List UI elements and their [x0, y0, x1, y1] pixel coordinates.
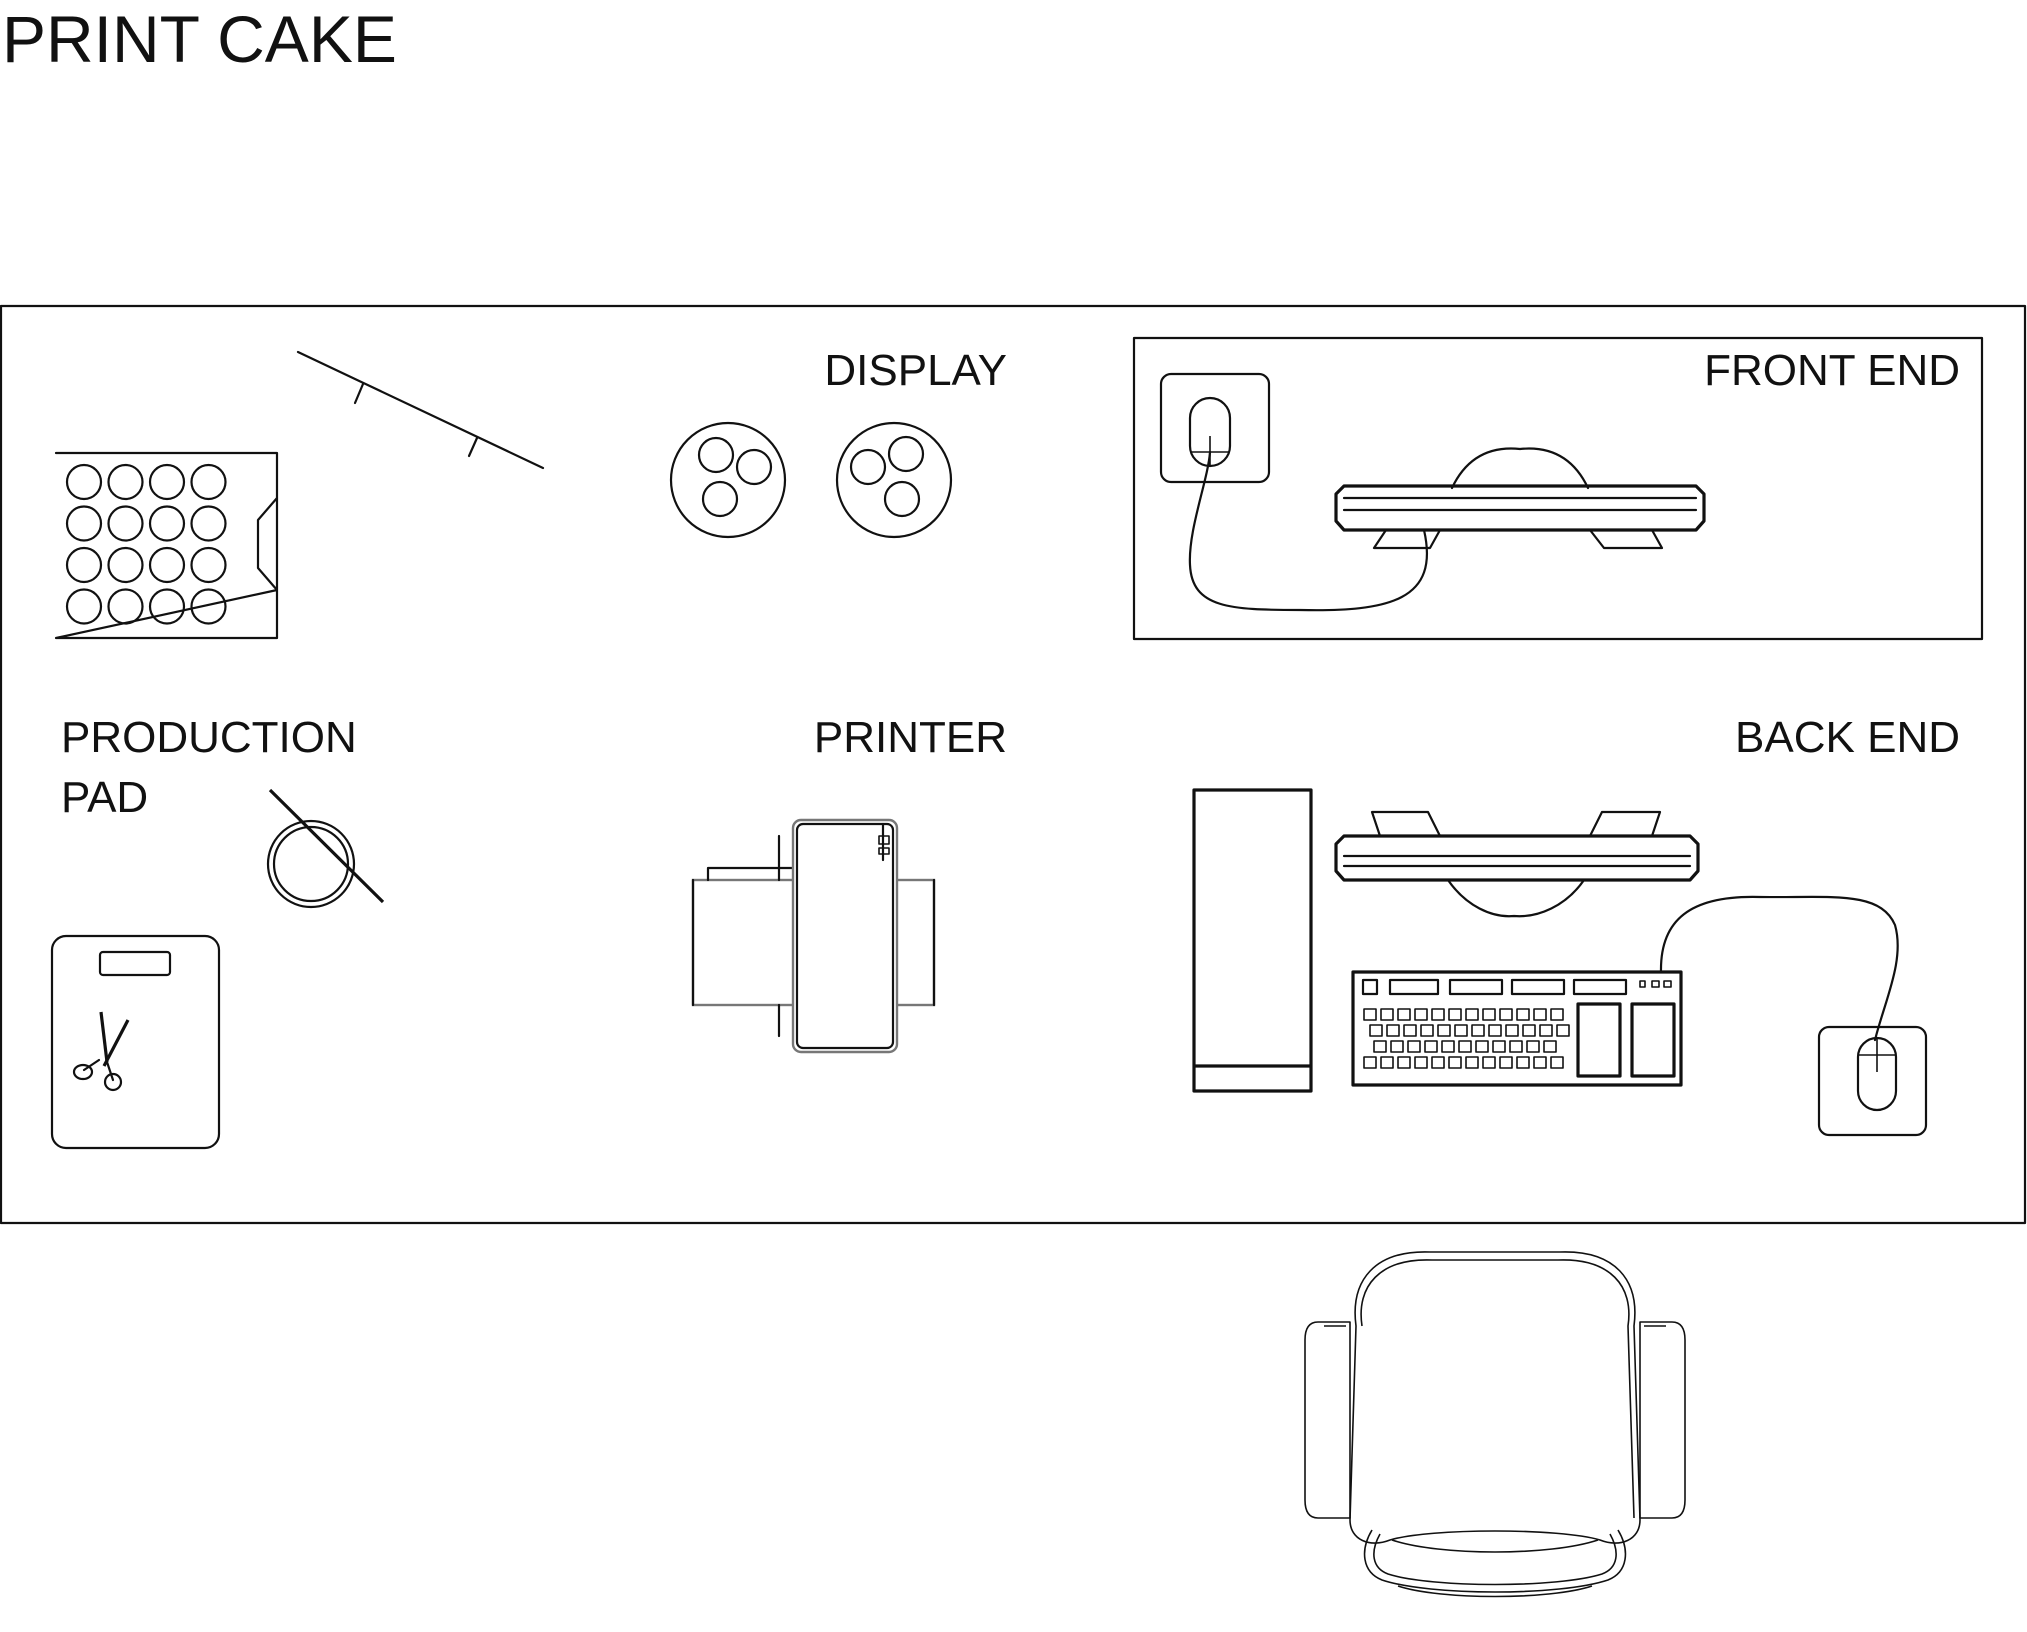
keyboard-key — [1363, 1008, 1377, 1021]
tray-cup — [190, 505, 227, 542]
keyboard-key — [1471, 1024, 1485, 1037]
keyboard-key — [1390, 1040, 1404, 1053]
tray-cup — [107, 463, 144, 501]
keyboard-key — [1526, 1040, 1540, 1053]
keyboard-key — [1543, 1040, 1557, 1053]
keyboard-key — [1465, 1008, 1479, 1021]
keyboard-key — [1369, 1024, 1383, 1037]
keyboard-key — [1414, 1008, 1428, 1021]
keyboard-key — [1441, 1040, 1455, 1053]
cupcake-plate-icon — [835, 421, 953, 539]
display-label: DISPLAY — [824, 346, 1007, 395]
cutting-board-icon — [50, 934, 221, 1150]
keyboard-key — [1420, 1024, 1434, 1037]
tray-cup — [65, 588, 103, 625]
keyboard-key — [1363, 1056, 1377, 1069]
production-pad-label: PRODUCTION — [61, 713, 357, 762]
keyboard-key — [1516, 1056, 1530, 1069]
keyboard-key — [1397, 1008, 1411, 1021]
keyboard-key — [1386, 1024, 1400, 1037]
mouse-cable — [1188, 450, 1429, 612]
keyboard-key — [1533, 1008, 1547, 1021]
keyboard-key — [1550, 1008, 1564, 1021]
keyboard-key — [1482, 1056, 1496, 1069]
keyboard-key — [1431, 1056, 1445, 1069]
tray-cup — [190, 588, 227, 625]
keyboard-key — [1373, 1040, 1387, 1053]
tray-cup — [190, 463, 227, 501]
tray-cup — [65, 463, 103, 501]
keyboard-key — [1380, 1008, 1394, 1021]
front-end-label: FRONT END — [1704, 346, 1960, 395]
whisk-icon — [266, 788, 385, 909]
keyboard-key — [1492, 1040, 1506, 1053]
back-end-label: BACK END — [1735, 713, 1960, 762]
keyboard-key — [1448, 1008, 1462, 1021]
keyboard-key — [1522, 1024, 1536, 1037]
keyboard-key — [1458, 1040, 1472, 1053]
tray-cup — [148, 505, 186, 542]
keyboard-key — [1482, 1008, 1496, 1021]
page-title: PRINT CAKE — [2, 2, 397, 76]
workbench-table — [0, 304, 2027, 1225]
cupcake-tray-icon — [54, 451, 279, 640]
front-end-zone — [1132, 336, 1984, 641]
keyboard-key — [1516, 1008, 1530, 1021]
keyboard-key — [1539, 1024, 1553, 1037]
keyboard-key — [1380, 1056, 1394, 1069]
keyboard-key — [1499, 1056, 1513, 1069]
keyboard-key — [1431, 1008, 1445, 1021]
keyboard-key — [1403, 1024, 1417, 1037]
production-pad-label: PAD — [61, 773, 148, 822]
keyboard-key — [1499, 1008, 1513, 1021]
office-chair-icon — [1304, 1251, 1686, 1598]
keyboard-icon — [1351, 970, 1683, 1087]
keyboard-key — [1448, 1056, 1462, 1069]
keyboard-key — [1556, 1024, 1570, 1037]
keyboard-key — [1509, 1040, 1523, 1053]
cupcake-plate-icon — [669, 421, 787, 539]
keyboard-key — [1533, 1056, 1547, 1069]
keyboard-key — [1550, 1056, 1564, 1069]
keyboard-key — [1437, 1024, 1451, 1037]
keyboard-key — [1475, 1040, 1489, 1053]
computer-tower-icon — [1192, 788, 1313, 1093]
mouse-cable — [1659, 895, 1899, 1042]
tray-cup — [148, 546, 186, 584]
keyboard-key — [1454, 1024, 1468, 1037]
keyboard-key — [1424, 1040, 1438, 1053]
tray-cup — [148, 588, 186, 625]
spatula-icon — [296, 350, 545, 470]
tray-cup — [65, 505, 103, 542]
keyboard-key — [1397, 1056, 1411, 1069]
keyboard-key — [1488, 1024, 1502, 1037]
scissors-icon — [72, 1011, 130, 1092]
tray-cup — [148, 463, 186, 501]
printer-label: PRINTER — [814, 713, 1007, 762]
tray-cup — [107, 546, 144, 584]
keyboard-key — [1505, 1024, 1519, 1037]
mouse-icon — [1159, 372, 1271, 484]
keyboard-key — [1414, 1056, 1428, 1069]
monitor-icon — [1334, 447, 1706, 550]
mouse-icon — [1817, 1025, 1928, 1137]
tray-cup — [190, 546, 227, 584]
keyboard-key — [1407, 1040, 1421, 1053]
printer-icon — [691, 818, 936, 1054]
monitor-icon — [1334, 810, 1700, 918]
keyboard-key — [1465, 1056, 1479, 1069]
tray-cup — [107, 588, 144, 625]
tray-cup — [65, 546, 103, 584]
tray-cup — [107, 505, 144, 542]
